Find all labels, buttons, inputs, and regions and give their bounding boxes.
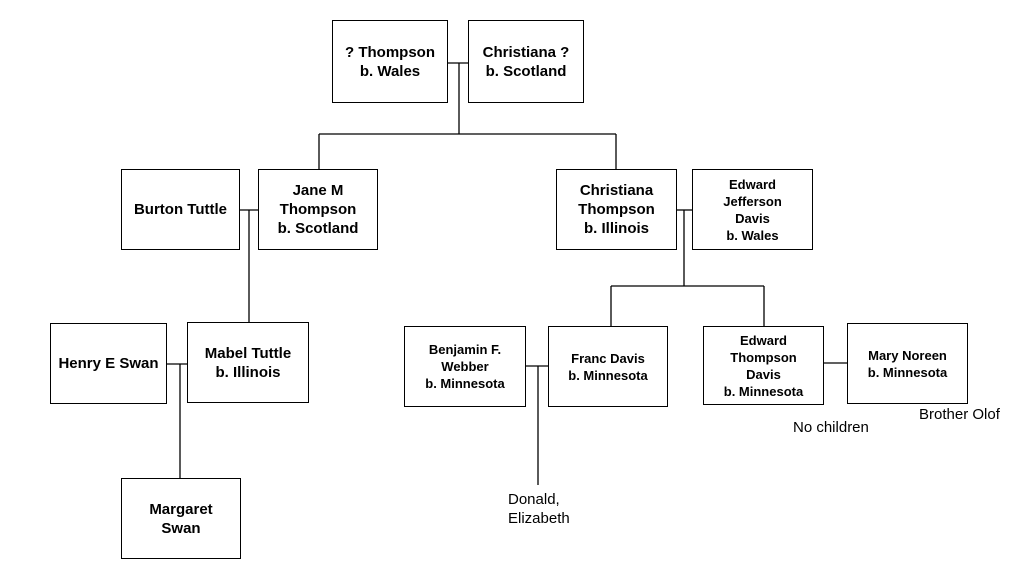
person-birthplace: b. Scotland: [277, 220, 359, 237]
person-birthplace: b. Illinois: [583, 220, 649, 237]
person-name: Franc Davis: [571, 350, 645, 366]
person-name: ? Thompson: [345, 43, 435, 61]
person-franc-davis: Franc Davis b. Minnesota: [548, 326, 668, 407]
person-thompson-father: ? Thompson b. Wales: [332, 20, 448, 103]
person-name: Christiana: [579, 182, 654, 199]
note-no-children: No children: [793, 419, 869, 436]
person-edward-jefferson-davis: Edward Jefferson Davis b. Wales: [692, 169, 813, 250]
person-name: Mary Noreen: [868, 347, 947, 363]
note-line: Donald,: [508, 491, 560, 508]
person-name: Mabel Tuttle: [204, 344, 292, 362]
person-name: Edward: [740, 332, 787, 348]
person-birthplace: b. Wales: [726, 227, 779, 243]
person-mabel-tuttle: Mabel Tuttle b. Illinois: [187, 322, 309, 403]
person-surname: Thompson: [578, 201, 655, 218]
note-line: Elizabeth: [508, 510, 570, 527]
person-surname: Davis: [746, 366, 781, 382]
person-birthplace: b. Minnesota: [723, 383, 804, 399]
person-name: Henry E Swan: [58, 355, 159, 372]
person-birthplace: b. Illinois: [215, 363, 281, 381]
person-burton-tuttle: Burton Tuttle: [121, 169, 240, 250]
note-donald-elizabeth: Donald, Elizabeth: [508, 490, 570, 528]
person-name: Christiana ?: [482, 43, 570, 61]
person-name: Margaret: [149, 500, 213, 518]
person-name: Burton Tuttle: [133, 201, 228, 218]
person-name: Edward: [729, 176, 776, 192]
person-surname: Swan: [161, 519, 201, 537]
person-mary-noreen: Mary Noreen b. Minnesota: [847, 323, 968, 404]
person-birthplace: b. Wales: [359, 62, 421, 80]
person-birthplace: b. Minnesota: [425, 376, 505, 391]
note-brother-olof: Brother Olof: [919, 406, 1000, 423]
person-surname: Webber: [441, 359, 489, 374]
person-surname: Davis: [735, 210, 770, 226]
person-christiana-thompson: Christiana Thompson b. Illinois: [556, 169, 677, 250]
person-name: Benjamin F.: [428, 342, 502, 357]
person-christiana-mother: Christiana ? b. Scotland: [468, 20, 584, 103]
person-birthplace: b. Minnesota: [568, 367, 648, 383]
person-middle-name: Thompson: [730, 349, 797, 365]
person-edward-thompson-davis: Edward Thompson Davis b. Minnesota: [703, 326, 824, 405]
person-birthplace: b. Scotland: [485, 62, 567, 80]
person-henry-swan: Henry E Swan: [50, 323, 167, 404]
person-name: Jane M: [292, 182, 344, 199]
person-birthplace: b. Minnesota: [867, 364, 948, 380]
person-margaret-swan: Margaret Swan: [121, 478, 241, 559]
person-benjamin-webber: Benjamin F. Webber b. Minnesota: [404, 326, 526, 407]
person-middle-name: Jefferson: [723, 193, 782, 209]
person-surname: Thompson: [279, 201, 357, 218]
person-jane-thompson: Jane M Thompson b. Scotland: [258, 169, 378, 250]
